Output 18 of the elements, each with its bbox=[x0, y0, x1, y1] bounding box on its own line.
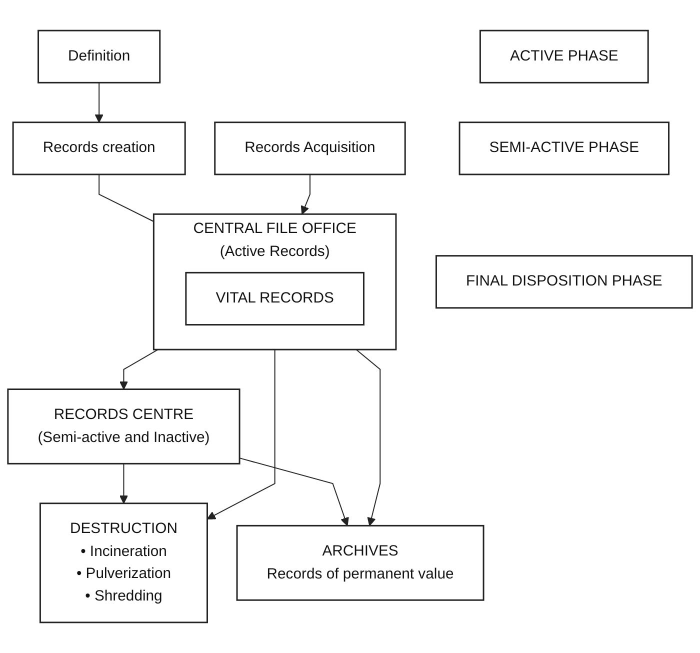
node-box: SEMI-ACTIVE PHASE bbox=[458, 122, 670, 176]
arrow bbox=[239, 458, 349, 526]
arrow bbox=[94, 82, 104, 123]
node-box: FINAL DISPOSITION PHASE bbox=[436, 255, 693, 309]
node-box: Definition bbox=[38, 30, 161, 84]
node-box: Records creation bbox=[12, 122, 186, 176]
arrow bbox=[356, 349, 381, 526]
node-box: Records Acquisition bbox=[214, 122, 406, 176]
node-box: ARCHIVES Records of permanent value bbox=[236, 524, 484, 601]
arrow bbox=[119, 349, 158, 390]
arrow bbox=[300, 174, 310, 215]
arrow bbox=[119, 463, 128, 504]
connector bbox=[98, 174, 154, 222]
node-box: RECORDS CENTRE (Semi-active and Inactive) bbox=[7, 388, 240, 464]
node-box: ACTIVE PHASE bbox=[479, 30, 649, 84]
node-box: VITAL RECORDS bbox=[185, 272, 364, 326]
node-box: DESTRUCTION • Incineration • Pulverization • Shredding bbox=[39, 502, 208, 624]
arrow bbox=[206, 349, 276, 520]
